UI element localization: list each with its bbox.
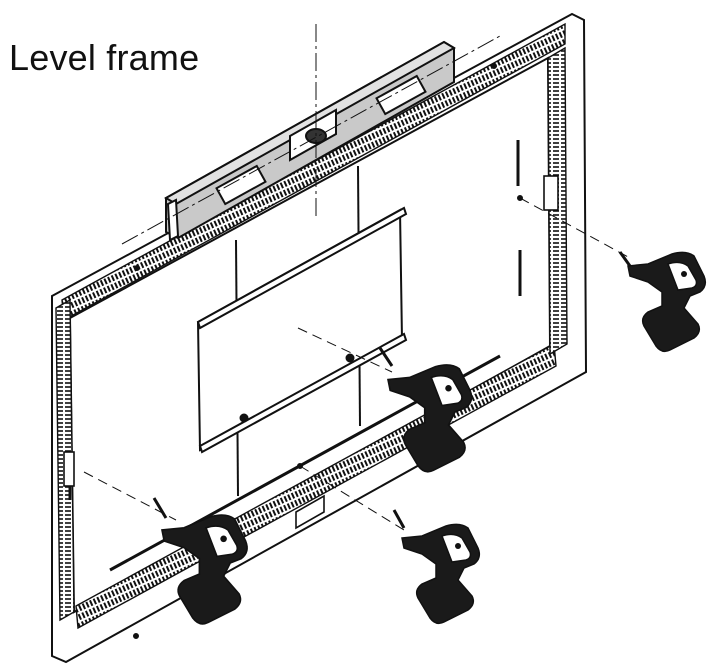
drill-path-lines (83, 197, 631, 531)
caption-level-frame: Level frame (9, 37, 200, 78)
drill-bits (152, 251, 632, 529)
mounting-bracket (196, 165, 408, 497)
drill-bottom (401, 523, 481, 625)
center-axis-lines (121, 24, 501, 245)
drill-right (627, 251, 707, 353)
